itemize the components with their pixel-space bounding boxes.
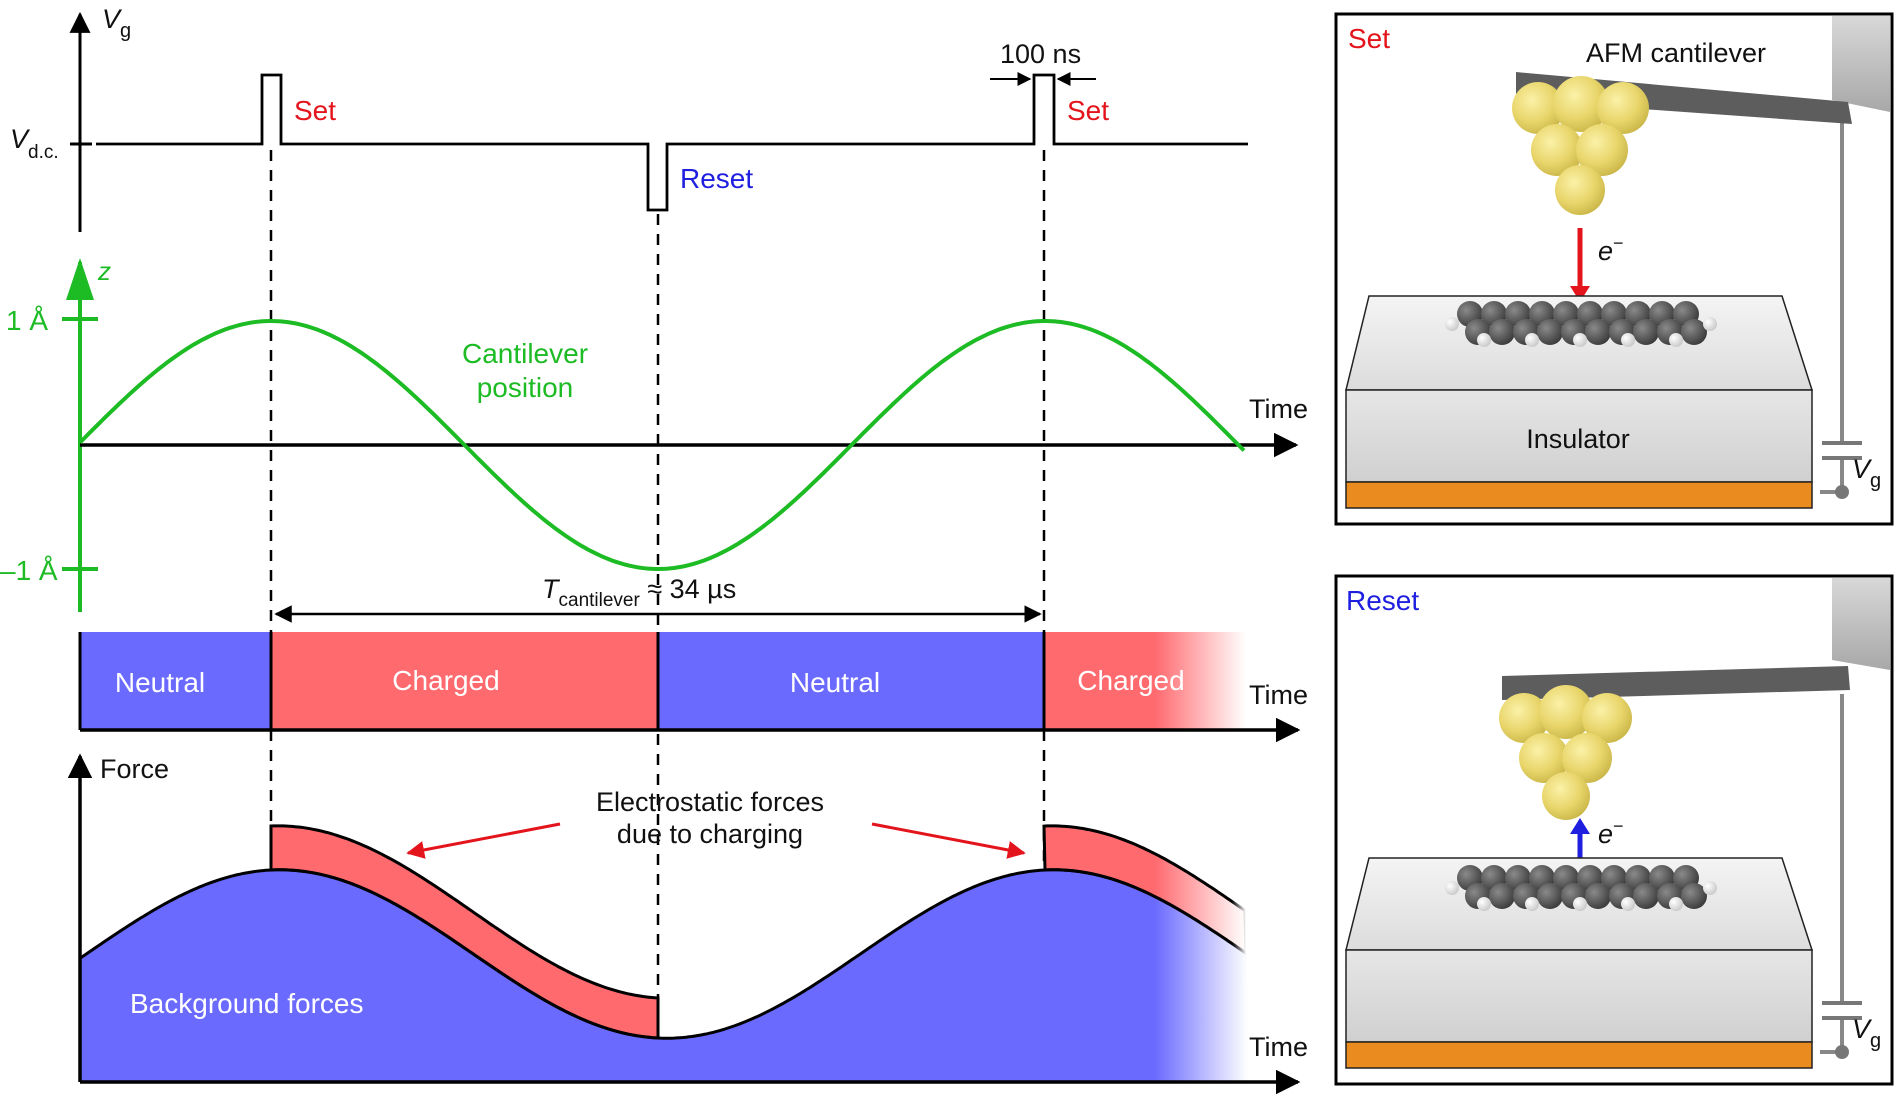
electrode-layer — [1345, 481, 1813, 509]
tick-minus-1a-label: –1 Å — [0, 555, 58, 586]
background-forces-label: Background forces — [130, 988, 363, 1019]
charge-state-bar: Neutral Charged Neutral Charged Time — [78, 630, 1308, 743]
pulse-width-label: 100 ns — [1000, 39, 1081, 69]
insulator-front — [1345, 389, 1813, 483]
hydrogen-atom — [1621, 897, 1635, 911]
segment-charged-2 — [1044, 632, 1246, 730]
set-label-2: Set — [1067, 95, 1109, 126]
segment-neutral-1 — [80, 632, 271, 730]
hydrogen-atom — [1703, 317, 1717, 331]
tip-cluster — [1512, 76, 1649, 215]
segment-label-charged-2: Charged — [1077, 665, 1184, 696]
hydrogen-atom — [1573, 333, 1587, 347]
panel-reset-vg-label: Vg — [1852, 1014, 1881, 1052]
panel-set-title: Set — [1348, 23, 1390, 54]
electron-arrow-down-head — [1570, 286, 1590, 302]
segment-label-charged-1: Charged — [392, 665, 499, 696]
panel-reset-electron-label: e− — [1598, 816, 1624, 849]
vdc-label: Vd.c. — [10, 124, 59, 163]
carbon-atom — [1489, 319, 1515, 345]
carbon-atom — [1585, 883, 1611, 909]
circuit-node-reset — [1835, 1045, 1849, 1059]
cantilever-beam-reset — [1502, 666, 1850, 700]
electron-arrow-up-head — [1570, 818, 1590, 834]
hydrogen-atom — [1573, 897, 1587, 911]
vg-axis-label: Vg — [102, 4, 131, 42]
hydrogen-atom — [1477, 897, 1491, 911]
background-force-outline — [79, 868, 1248, 1040]
carbon-atom — [1633, 883, 1659, 909]
gate-voltage-plot: Vg Vd.c. Set Reset Set 100 ns — [10, 4, 1248, 232]
hydrogen-atom — [1445, 881, 1459, 895]
panel-set: Set AFM cantilever Vg e− Insulator — [1334, 12, 1894, 526]
z-axis-arrowhead — [66, 258, 94, 300]
background-force-area — [80, 869, 1248, 1082]
hydrogen-atom — [1525, 897, 1539, 911]
time-label-force: Time — [1249, 1032, 1308, 1062]
hydrogen-atom — [1669, 897, 1683, 911]
electrostatic-label-line-2: due to charging — [617, 819, 803, 849]
panel-set-electron-label: e− — [1598, 233, 1624, 266]
time-label-position: Time — [1249, 394, 1308, 424]
hydrogen-atom — [1703, 881, 1717, 895]
molecule-reset — [1445, 865, 1717, 911]
electrode-layer-reset — [1345, 1041, 1813, 1069]
insulator-front-reset — [1345, 949, 1813, 1043]
carbon-atom — [1585, 319, 1611, 345]
gate-pulse-trace — [96, 73, 1248, 212]
carbon-atom — [1489, 883, 1515, 909]
circuit-node — [1835, 485, 1849, 499]
panel-reset-title: Reset — [1346, 585, 1419, 616]
cantilever-holder — [1832, 16, 1890, 112]
segment-label-neutral-2: Neutral — [790, 667, 880, 698]
segment-charged-1 — [271, 632, 658, 730]
insulator-label: Insulator — [1526, 424, 1630, 454]
carbon-atom — [1681, 319, 1707, 345]
hydrogen-atom — [1621, 333, 1635, 347]
hydrogen-atom — [1477, 333, 1491, 347]
force-axis-label: Force — [100, 754, 169, 784]
carbon-atom — [1537, 883, 1563, 909]
hydrogen-atom — [1445, 317, 1459, 331]
cantilever-position-curve — [78, 319, 1246, 571]
cantilever-label-line-1: Cantilever — [462, 338, 588, 369]
carbon-atom — [1681, 883, 1707, 909]
cantilever-label-line-2: position — [477, 372, 574, 403]
period-label: Tcantilever ≈ 34 µs — [542, 574, 736, 611]
cantilever-holder-reset — [1832, 578, 1890, 670]
reset-label: Reset — [680, 163, 753, 194]
hydrogen-atom — [1669, 333, 1683, 347]
panel-reset: Reset Vg e− — [1334, 574, 1894, 1086]
panel-set-vg-label: Vg — [1852, 454, 1881, 492]
annotation-arrow-left — [406, 822, 561, 859]
segment-neutral-2 — [658, 632, 1044, 730]
carbon-atom — [1633, 319, 1659, 345]
z-axis-label: z — [97, 256, 111, 286]
segment-label-neutral-1: Neutral — [115, 667, 205, 698]
time-label-charge: Time — [1249, 680, 1308, 710]
electrostatic-label-line-1: Electrostatic forces — [596, 787, 824, 817]
set-label-1: Set — [294, 95, 336, 126]
afm-cantilever-label: AFM cantilever — [1586, 38, 1766, 68]
tip-cluster-reset — [1499, 685, 1632, 820]
hydrogen-atom — [1525, 333, 1539, 347]
force-plot: Force Time Electrostatic forces due to c… — [67, 753, 1308, 1095]
carbon-atom — [1537, 319, 1563, 345]
tick-1a-label: 1 Å — [6, 305, 48, 336]
annotation-arrow-right — [871, 822, 1026, 859]
molecule-set — [1445, 301, 1717, 347]
position-plot: z 1 Å –1 Å Time Cantilever position Tcan… — [0, 256, 1308, 623]
